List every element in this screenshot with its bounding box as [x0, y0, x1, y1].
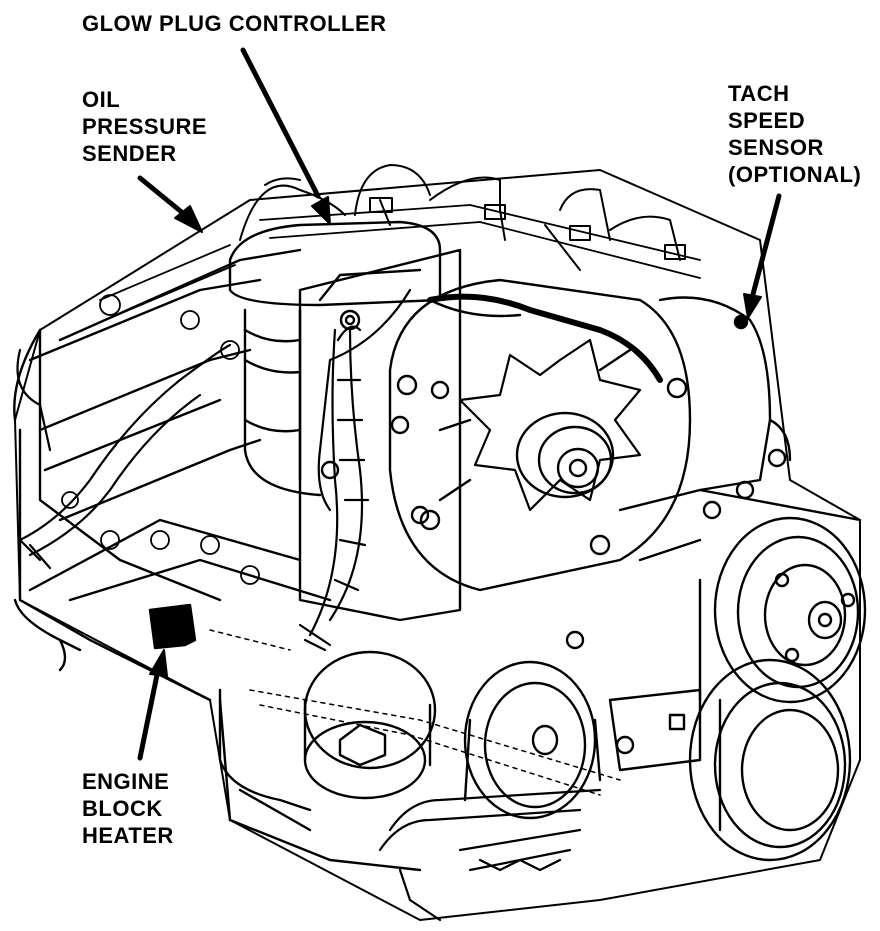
valve-cover [61, 204, 701, 585]
front-pulleys [303, 630, 702, 820]
alternator-bracket [298, 248, 462, 622]
label-heater-line-3: HEATER [82, 823, 174, 848]
oil-pan [13, 598, 312, 812]
label-heater-line-1: ENGINE [82, 769, 170, 794]
label-oil-pressure-sender: OIL PRESSURE SENDER [82, 86, 207, 167]
timing-cover [618, 296, 862, 562]
alternator [388, 278, 692, 592]
arrow-oil-pressure [137, 175, 187, 217]
label-glow-line: GLOW PLUG CONTROLLER [82, 11, 387, 36]
label-tach-line-3: SENSOR [728, 135, 824, 160]
arrow-tach-sensor [749, 193, 782, 301]
engine-block [13, 169, 861, 921]
arrow-block-heater [137, 667, 161, 761]
label-oil-line-3: SENDER [82, 141, 177, 166]
label-tach-speed-sensor: TACH SPEED SENSOR (OPTIONAL) [728, 80, 861, 188]
label-tach-line-4: (OPTIONAL) [728, 162, 862, 187]
injection-lines [239, 164, 686, 271]
label-tach-line-2: SPEED [728, 108, 806, 133]
label-glow-plug-controller: GLOW PLUG CONTROLLER [82, 10, 387, 37]
block-heater [148, 603, 197, 650]
arrow-glow-plug [240, 47, 321, 199]
hoses [16, 288, 602, 922]
label-engine-block-heater: ENGINE BLOCK HEATER [82, 768, 174, 849]
label-oil-line-2: PRESSURE [82, 114, 208, 139]
label-oil-line-1: OIL [82, 87, 121, 112]
callout-arrows [137, 47, 782, 761]
label-tach-line-1: TACH [728, 81, 790, 106]
crank-pulleys [688, 516, 867, 862]
label-heater-line-2: BLOCK [82, 796, 163, 821]
belt-marks [209, 629, 621, 796]
